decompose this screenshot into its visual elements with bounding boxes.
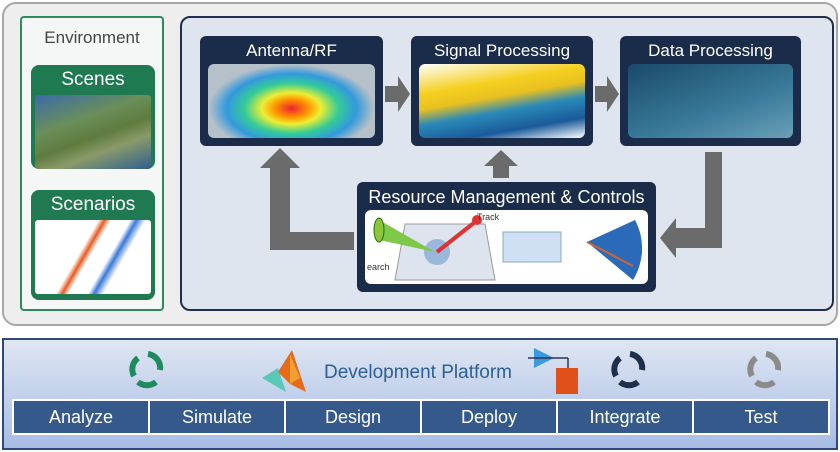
signal-surface-image bbox=[419, 64, 585, 138]
simulink-block-icon bbox=[528, 348, 578, 394]
search-label: earch bbox=[367, 262, 390, 272]
data-tracking-image bbox=[628, 64, 793, 138]
antenna-rf-title: Antenna/RF bbox=[246, 41, 337, 60]
scenes-card[interactable]: Scenes bbox=[31, 65, 155, 169]
arrow-data-to-resource bbox=[660, 152, 722, 258]
tab-analyze[interactable]: Analyze bbox=[14, 401, 148, 433]
tab-integrate[interactable]: Integrate bbox=[558, 401, 692, 433]
arrow-resource-to-signal bbox=[484, 150, 518, 178]
scenarios-title: Scenarios bbox=[50, 194, 136, 215]
development-platform-panel: Development Platform Analyze Simulate De… bbox=[2, 338, 838, 450]
arrow-signal-to-data bbox=[595, 76, 619, 112]
scenes-title: Scenes bbox=[61, 69, 125, 90]
tab-test[interactable]: Test bbox=[694, 401, 828, 433]
data-processing-block[interactable]: Data Processing bbox=[620, 36, 801, 146]
environment-title: Environment bbox=[44, 28, 140, 47]
environment-panel: Environment Scenes Scenarios bbox=[20, 16, 164, 311]
tab-simulate[interactable]: Simulate bbox=[150, 401, 284, 433]
workflow-tabs: Analyze Simulate Design Deploy Integrate… bbox=[12, 399, 830, 435]
resource-diagram-image: Track earch bbox=[365, 210, 648, 284]
cycle-icon-gray bbox=[747, 351, 782, 389]
antenna-pattern-image bbox=[208, 64, 375, 138]
matlab-logo-icon bbox=[262, 350, 306, 392]
scenarios-card[interactable]: Scenarios bbox=[31, 190, 155, 300]
development-platform-title: Development Platform bbox=[324, 362, 512, 383]
resource-management-title: Resource Management & Controls bbox=[368, 187, 645, 207]
scenes-terrain-image bbox=[35, 95, 151, 169]
tab-design[interactable]: Design bbox=[286, 401, 420, 433]
cycle-icon-green bbox=[129, 351, 164, 389]
resource-management-block[interactable]: Resource Management & Controls Track ear… bbox=[357, 182, 656, 292]
signal-processing-block[interactable]: Signal Processing bbox=[411, 36, 593, 146]
flow-arrows bbox=[260, 76, 722, 258]
signal-processing-title: Signal Processing bbox=[433, 41, 571, 60]
track-label: Track bbox=[477, 212, 500, 222]
cycle-icon-navy bbox=[611, 351, 646, 389]
tab-deploy[interactable]: Deploy bbox=[422, 401, 556, 433]
antenna-rf-block[interactable]: Antenna/RF bbox=[200, 36, 383, 146]
data-processing-title: Data Processing bbox=[648, 41, 773, 60]
scenarios-plot-image bbox=[35, 220, 151, 294]
arrow-resource-to-antenna bbox=[260, 148, 354, 250]
arrow-antenna-to-signal bbox=[385, 76, 410, 112]
